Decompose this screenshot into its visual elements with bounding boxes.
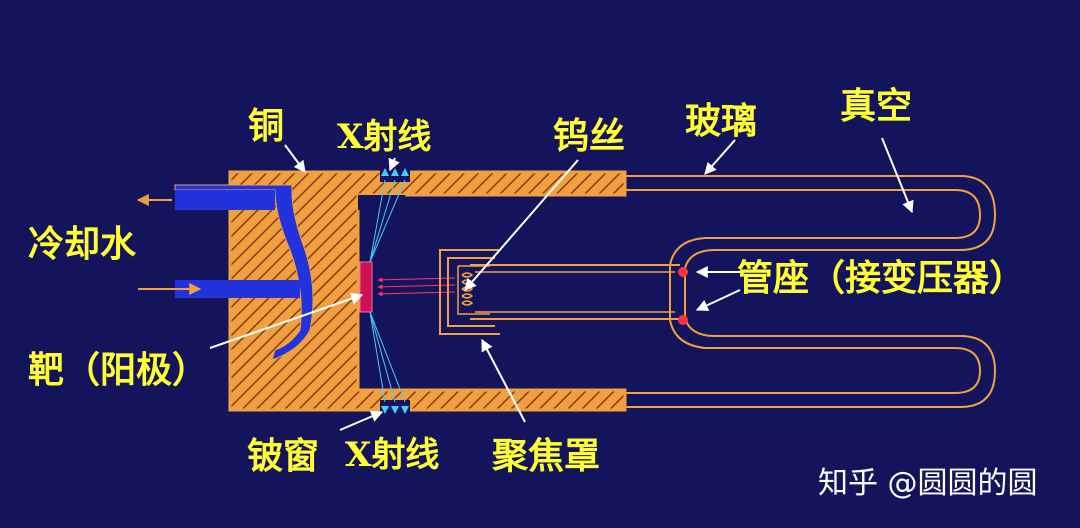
coolant-inlet-pipe bbox=[175, 280, 300, 298]
label-target-anode: 靶（阳极） bbox=[28, 349, 208, 391]
label-vacuum: 真空 bbox=[840, 85, 912, 127]
coolant-outlet-pipe bbox=[175, 190, 275, 210]
label-copper: 铜 bbox=[248, 105, 284, 147]
label-tungsten-filament: 钨丝 bbox=[553, 115, 625, 157]
coolant-channel bbox=[174, 184, 314, 361]
focusing-cup-inner bbox=[447, 257, 495, 327]
xray-arrowheads-top bbox=[381, 168, 409, 176]
label-glass: 玻璃 bbox=[685, 100, 757, 142]
copper-housing bbox=[228, 170, 627, 412]
electron-beam bbox=[377, 277, 456, 297]
leader-lines bbox=[209, 137, 914, 431]
glass-envelope-inner bbox=[625, 189, 982, 394]
xray-arrowheads-bottom bbox=[381, 406, 409, 414]
socket-contact-upper bbox=[678, 267, 688, 277]
housing-cavity bbox=[358, 195, 405, 210]
filament-leads-inner bbox=[475, 271, 675, 313]
label-beryllium-window: 铍窗 bbox=[247, 435, 319, 477]
label-xray-top: X射线 bbox=[337, 117, 431, 157]
focusing-cup bbox=[439, 249, 500, 335]
xray-beams bbox=[369, 179, 406, 403]
glass-envelope bbox=[625, 175, 997, 408]
label-xray-bottom: X射线 bbox=[345, 435, 439, 475]
label-cooling-water: 冷却水 bbox=[28, 223, 137, 265]
watermark: 知乎 @圆圆的圆 bbox=[818, 466, 1038, 501]
label-focusing-cup: 聚焦罩 bbox=[491, 435, 600, 477]
target-anode bbox=[359, 261, 373, 313]
socket-contact-lower bbox=[678, 315, 688, 325]
label-tube-socket: 管座（接变压器） bbox=[737, 257, 1025, 299]
